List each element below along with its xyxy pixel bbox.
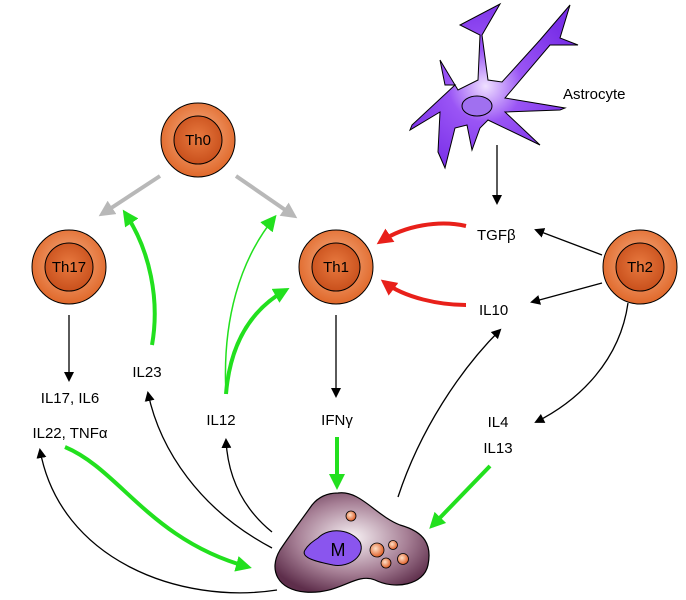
th2-label: Th2 bbox=[627, 259, 653, 276]
th2-cell: Th2 bbox=[602, 229, 678, 305]
il10-to-th1-arrow bbox=[380, 279, 467, 307]
tgfb-to-th1-arrow bbox=[376, 221, 467, 245]
th2-to-il10-arrow bbox=[530, 282, 603, 305]
th17-label: Th17 bbox=[52, 259, 86, 276]
macrophage-cell: M bbox=[274, 492, 430, 593]
il22-tnfa-label: IL22, TNFα bbox=[32, 425, 107, 442]
granule bbox=[380, 557, 392, 569]
ifng-label: IFNγ bbox=[321, 412, 353, 429]
th17-cell: Th17 bbox=[31, 229, 107, 305]
il12-to-th1-arrow bbox=[224, 288, 290, 395]
il12-to-th0-arrow bbox=[224, 214, 277, 395]
macrophage-to-il12-arrow bbox=[221, 438, 273, 533]
il23-to-th17-arrow bbox=[122, 209, 157, 346]
il12-label: IL12 bbox=[206, 412, 235, 429]
th1-label: Th1 bbox=[323, 259, 349, 276]
astrocyte-cell bbox=[408, 2, 579, 170]
granule bbox=[345, 510, 357, 522]
macrophage-to-il10-arrow bbox=[397, 328, 502, 498]
th0-to-th1-arrow bbox=[234, 174, 298, 219]
th0-label: Th0 bbox=[185, 132, 211, 149]
macrophage-label: M bbox=[331, 540, 346, 560]
il4-label: IL4 bbox=[488, 414, 509, 431]
th0-to-th17-arrow bbox=[98, 174, 162, 217]
il4-il13-to-macrophage-arrow bbox=[429, 464, 492, 529]
macrophage-to-il22-arrow bbox=[36, 448, 278, 594]
astrocyte-label: Astrocyte bbox=[563, 86, 626, 103]
granule bbox=[397, 553, 409, 565]
th1-cell: Th1 bbox=[298, 229, 374, 305]
tgfb-label: TGFβ bbox=[477, 227, 516, 244]
granule bbox=[369, 542, 385, 558]
th0-cell: Th0 bbox=[160, 102, 236, 178]
th2-to-tgfb-arrow bbox=[534, 228, 603, 256]
il23-label: IL23 bbox=[132, 364, 161, 381]
il17-il6-label: IL17, IL6 bbox=[41, 390, 99, 407]
il10-label: IL10 bbox=[479, 302, 508, 319]
granule bbox=[388, 540, 398, 550]
il22-to-macrophage-arrow bbox=[64, 445, 252, 572]
th2-to-il4-arrow bbox=[534, 302, 629, 423]
macrophage-to-il23-arrow bbox=[144, 391, 273, 549]
il13-label: IL13 bbox=[483, 440, 512, 457]
